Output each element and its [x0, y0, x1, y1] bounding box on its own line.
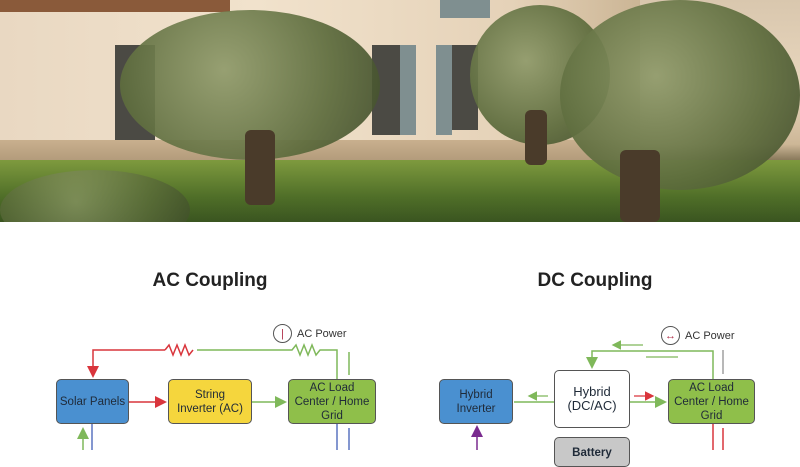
vertical-line-circle-icon: | [273, 324, 292, 343]
double-arrow-circle-icon: ↔ [661, 326, 680, 345]
battery-box: Battery [554, 437, 630, 467]
tree-trunk [525, 110, 547, 165]
hybrid-dcac-box: Hybrid (DC/AC) [554, 370, 630, 428]
legend-label: AC Power [297, 327, 347, 340]
string-inverter-box: String Inverter (AC) [168, 379, 252, 424]
ac-load-center-box: AC Load Center / Home Grid [288, 379, 376, 424]
dc-legend: ↔ AC Power [661, 326, 735, 345]
house-photo [0, 0, 800, 222]
window [440, 0, 490, 18]
dc-coupling-title: DC Coupling [537, 270, 653, 291]
dc-ac-load-center-box: AC Load Center / Home Grid [668, 379, 755, 424]
shutter [436, 45, 452, 135]
tree-trunk [245, 130, 275, 205]
hybrid-inverter-box: Hybrid Inverter [439, 379, 513, 424]
red-feedback-line [87, 349, 165, 378]
green-return-line [586, 350, 714, 379]
olive-tree [560, 0, 800, 190]
solar-panels-box: Solar Panels [56, 379, 129, 424]
roof [0, 0, 230, 12]
shutter [400, 45, 416, 135]
ac-legend: | AC Power [273, 324, 347, 343]
resistor-symbol [164, 342, 194, 358]
ac-coupling-title: AC Coupling [152, 270, 268, 291]
connection-lines [77, 340, 724, 450]
tree-trunk [620, 150, 660, 222]
green-top-line [197, 342, 338, 379]
legend-label: AC Power [685, 329, 735, 342]
